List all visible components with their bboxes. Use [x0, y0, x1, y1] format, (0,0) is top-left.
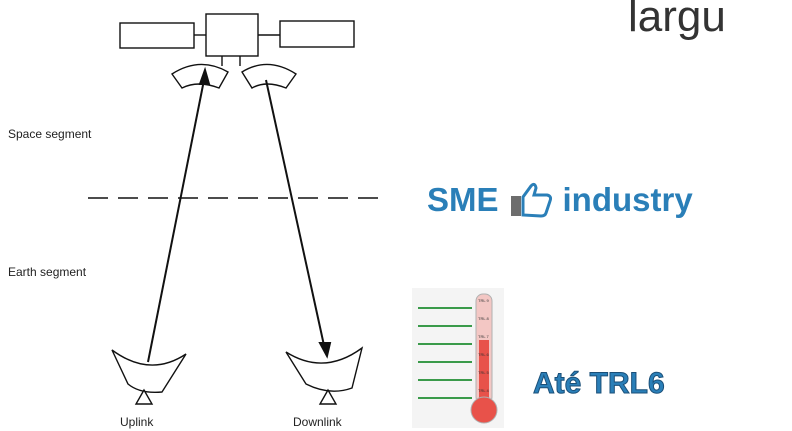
- thermo-level-3: TRL 7: [478, 334, 490, 339]
- uplink-arrowhead: [198, 66, 211, 85]
- thumbs-up-icon: [509, 182, 553, 218]
- left-solar-panel: [119, 22, 195, 49]
- downlink-label: Downlink: [293, 415, 343, 429]
- sme-text: SME: [427, 181, 499, 218]
- page-title-fragment: largu: [628, 0, 726, 41]
- satellite-body: [205, 13, 259, 57]
- right-solar-panel: [279, 20, 355, 48]
- satellite-link-diagram: Space segment Earth segment Uplink Downl…: [8, 13, 378, 429]
- sme-industry-line: SME industry: [427, 181, 693, 219]
- thermo-level-2: TRL 8: [478, 316, 490, 321]
- uplink-dish-icon: [111, 349, 187, 405]
- space-segment-label: Space segment: [8, 127, 92, 141]
- uplink-beam: [147, 74, 206, 363]
- downlink-arrowhead: [318, 342, 332, 359]
- trl-thermometer-icon: TRL 9 TRL 8 TRL 7 TRL 6 TRL 5 TRL 4: [412, 288, 504, 428]
- uplink-receive-antenna: [171, 63, 229, 89]
- industry-text: industry: [562, 181, 693, 218]
- thermo-level-6: TRL 4: [478, 388, 490, 393]
- earth-segment-label: Earth segment: [8, 265, 87, 279]
- thermo-level-4: TRL 6: [478, 352, 490, 357]
- uplink-label: Uplink: [120, 415, 154, 429]
- downlink-dish-icon: [285, 346, 364, 405]
- downlink-transmit-antenna: [241, 63, 297, 89]
- thermo-level-1: TRL 9: [478, 298, 490, 303]
- satellite-icon: [119, 13, 355, 89]
- trl-label: Até TRL6: [533, 367, 666, 401]
- thermo-level-5: TRL 5: [478, 370, 490, 375]
- downlink-beam: [265, 79, 326, 351]
